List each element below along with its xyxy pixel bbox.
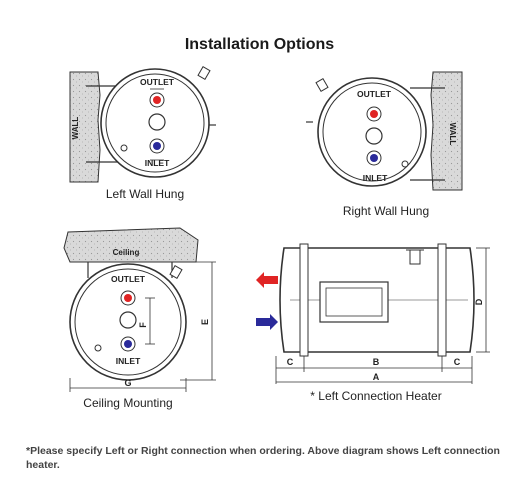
dimension-c-right: C [454, 357, 461, 367]
outlet-label: OUTLET [357, 89, 392, 99]
inlet-label: INLET [116, 356, 141, 366]
inlet-arrow-icon [256, 314, 278, 330]
dimension-e: E [200, 319, 210, 325]
dimension-d: D [474, 298, 484, 305]
inlet-cold-port [124, 340, 132, 348]
ceiling-label: Ceiling [113, 248, 140, 257]
wall-block-left [69, 71, 101, 183]
left-wall-hung-diagram: WALL OUTLET INLET [69, 65, 216, 183]
ceiling-mounting-caption: Ceiling Mounting [83, 396, 172, 410]
dimension-f: F [138, 322, 148, 328]
right-wall-hung-caption: Right Wall Hung [343, 204, 429, 218]
inlet-label: INLET [363, 173, 388, 183]
dimension-g: G [124, 378, 131, 388]
left-wall-hung-caption: Left Wall Hung [106, 187, 184, 201]
ceiling-mounting-diagram: Ceiling OUTLET INLET F E [63, 227, 216, 392]
tank-body-right-wall [317, 77, 427, 187]
outlet-hot-port [370, 110, 378, 118]
outlet-hot-port [124, 294, 132, 302]
ordering-note: *Please specify Left or Right connection… [26, 445, 500, 471]
inlet-label: INLET [145, 158, 170, 168]
page-title: Installation Options [184, 36, 335, 53]
right-wall-hung-diagram: WALL OUTLET INLET [306, 71, 463, 191]
outlet-hot-port [153, 96, 161, 104]
dimension-a: A [373, 372, 380, 382]
access-panel [319, 281, 389, 323]
dimension-b: B [373, 357, 380, 367]
outlet-label: OUTLET [111, 274, 146, 284]
inlet-cold-port [153, 142, 161, 150]
wall-label-right: WALL [448, 123, 457, 146]
wall-block-right [430, 71, 463, 191]
dimension-c-left: C [287, 357, 294, 367]
tank-body-left-wall [100, 68, 210, 178]
right-mounting-bracket [437, 243, 447, 357]
outlet-arrow-icon [256, 272, 278, 288]
wall-label-left: WALL [71, 117, 80, 140]
inlet-cold-port [370, 154, 378, 162]
side-view-diagram: D C B C A [256, 243, 490, 384]
outlet-label: OUTLET [140, 77, 175, 87]
left-mounting-bracket [299, 243, 309, 357]
left-connection-heater-caption: * Left Connection Heater [310, 389, 441, 403]
